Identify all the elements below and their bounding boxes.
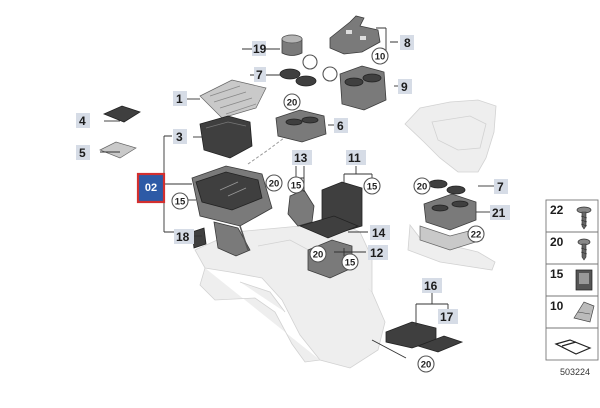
- part-19-cup: [281, 34, 303, 56]
- tag-7-upper-text: 7: [256, 68, 263, 82]
- callout-22-text: 22: [471, 230, 482, 241]
- part-7-mats: [279, 54, 318, 87]
- tag-3[interactable]: 3: [173, 129, 187, 144]
- tag-5-text: 5: [79, 146, 86, 160]
- tag-1[interactable]: 1: [173, 91, 187, 106]
- tag-11-text: 11: [348, 151, 361, 165]
- clip-10-icon: [573, 301, 595, 323]
- tag-12-text: 12: [370, 246, 384, 260]
- callout-10-text: 10: [375, 52, 386, 63]
- reference-number: 503224: [560, 367, 590, 377]
- tag-7-lower-text: 7: [497, 180, 504, 194]
- callout-20-e-text: 20: [421, 360, 432, 371]
- tag-4[interactable]: 4: [76, 113, 90, 128]
- legend-label-22: 22: [550, 203, 564, 217]
- callout-15-b-text: 15: [291, 181, 302, 192]
- highlight-02-text: 02: [145, 182, 157, 194]
- callout-15-d-text: 15: [345, 258, 356, 269]
- part-1-mesh-tray: [199, 79, 267, 119]
- fastener-legend: 22 20 15 10: [545, 199, 599, 361]
- tag-11[interactable]: 11: [346, 150, 366, 165]
- part-9-cupholder: [322, 65, 387, 111]
- tag-5[interactable]: 5: [76, 145, 90, 160]
- callout-20-d-text: 20: [417, 182, 428, 193]
- tag-6[interactable]: 6: [334, 118, 348, 133]
- tag-21[interactable]: 21: [490, 205, 510, 220]
- screw-20-icon: [577, 238, 591, 261]
- callout-10[interactable]: 10: [371, 47, 389, 65]
- tag-13[interactable]: 13: [292, 150, 312, 165]
- tag-1-text: 1: [176, 92, 183, 106]
- callout-15-a-text: 15: [175, 197, 186, 208]
- highlight-02[interactable]: 02: [136, 172, 166, 204]
- screw-22-icon: [576, 206, 592, 230]
- tag-18[interactable]: 18: [174, 229, 194, 244]
- tag-4-text: 4: [79, 114, 86, 128]
- callout-22[interactable]: 22: [467, 225, 485, 243]
- callout-15-c-text: 15: [367, 182, 378, 193]
- tag-7-lower[interactable]: 7: [494, 179, 508, 194]
- part-8-bracket: [329, 15, 381, 55]
- tag-8-text: 8: [404, 36, 411, 50]
- tag-14-text: 14: [372, 226, 386, 240]
- callout-20-a-text: 20: [287, 98, 298, 109]
- tag-13-text: 13: [294, 151, 308, 165]
- part-14-tray: [298, 215, 360, 239]
- part-6-tray: [275, 109, 327, 143]
- tag-3-text: 3: [176, 130, 183, 144]
- tag-19[interactable]: 19: [252, 41, 267, 56]
- tag-21-text: 21: [492, 206, 506, 220]
- tag-7-upper[interactable]: 7: [254, 67, 266, 82]
- part-4-pad: [102, 105, 141, 123]
- part-17-mat: [416, 335, 464, 353]
- tag-6-text: 6: [337, 119, 344, 133]
- clip-15-icon: [575, 269, 593, 291]
- callout-20-b[interactable]: 20: [265, 174, 283, 192]
- legend-label-15: 15: [550, 267, 564, 281]
- callout-20-b-text: 20: [269, 179, 280, 190]
- tag-16-text: 16: [424, 279, 438, 293]
- tag-17[interactable]: 17: [438, 309, 458, 324]
- callout-15-b[interactable]: 15: [287, 176, 305, 194]
- tag-19-text: 19: [253, 42, 267, 56]
- part-5-pad: [99, 141, 137, 159]
- tag-9[interactable]: 9: [398, 79, 412, 94]
- legend-label-10: 10: [550, 299, 564, 313]
- callout-20-e[interactable]: 20: [417, 355, 435, 373]
- callout-20-c-text: 20: [313, 250, 324, 261]
- callout-15-d[interactable]: 15: [341, 253, 359, 271]
- part-21-cupholder: [419, 179, 483, 251]
- callout-20-d[interactable]: 20: [413, 177, 431, 195]
- part-3-lid: [199, 115, 253, 159]
- armrest-assembly: [191, 137, 285, 257]
- tag-8[interactable]: 8: [400, 35, 414, 50]
- arrow-symbol-icon: [554, 339, 592, 355]
- callout-20-c[interactable]: 20: [309, 245, 327, 263]
- tag-12[interactable]: 12: [368, 245, 388, 260]
- part-13-bracket: [287, 189, 315, 227]
- tag-18-text: 18: [176, 230, 190, 244]
- callout-15-a[interactable]: 15: [171, 192, 189, 210]
- legend-label-20: 20: [550, 235, 564, 249]
- callout-15-c[interactable]: 15: [363, 177, 381, 195]
- tag-16[interactable]: 16: [422, 278, 442, 293]
- tag-14[interactable]: 14: [370, 225, 390, 240]
- callout-20-a[interactable]: 20: [283, 93, 301, 111]
- tag-9-text: 9: [401, 80, 408, 94]
- tag-17-text: 17: [440, 310, 454, 324]
